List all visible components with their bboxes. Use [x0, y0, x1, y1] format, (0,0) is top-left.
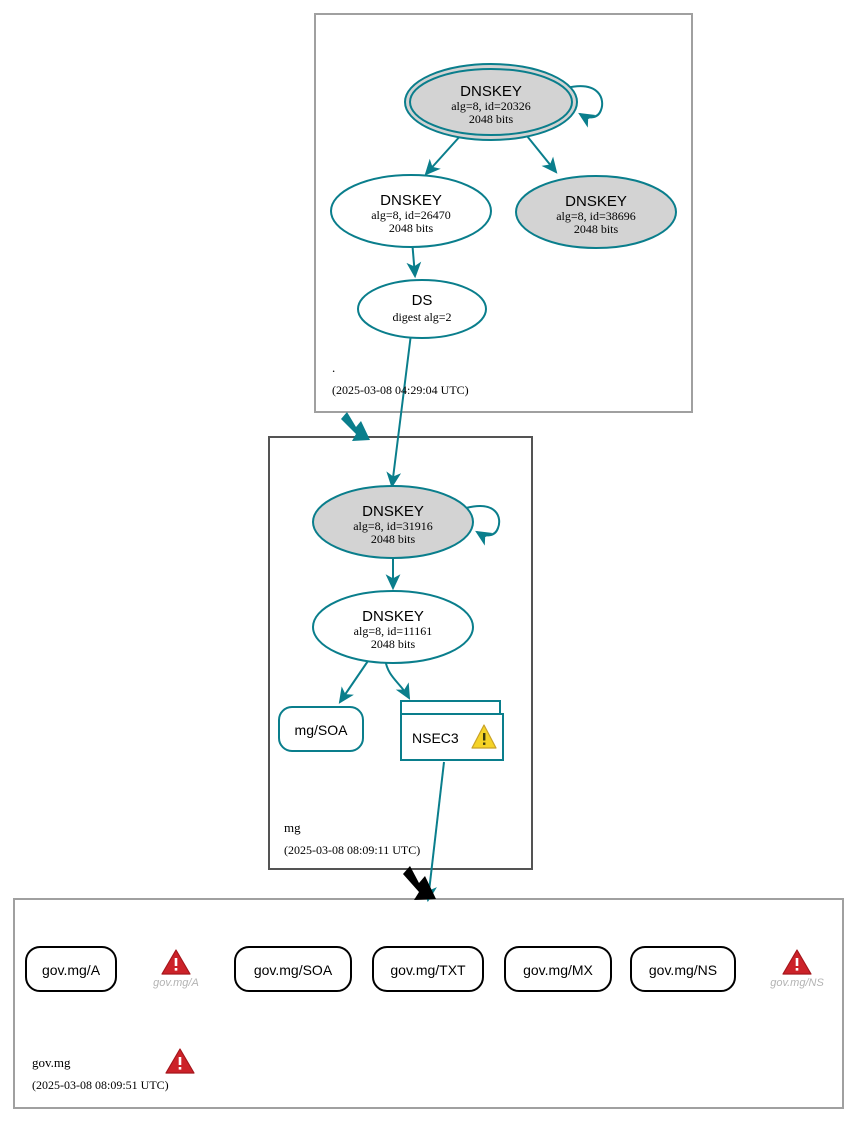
- zone-caption-mg: mg (2025-03-08 08:09:11 UTC): [284, 820, 420, 857]
- edge-root-ksk-to-ksk38696: [526, 135, 558, 174]
- error-triangle-icon: [165, 1048, 195, 1074]
- node-label-title: DNSKEY: [460, 83, 522, 100]
- node-label-alg: alg=8, id=11161: [354, 624, 433, 638]
- zone-caption-govmg: gov.mg (2025-03-08 08:09:51 UTC): [32, 1048, 195, 1092]
- error-label: gov.mg/NS: [770, 977, 824, 989]
- zone-timestamp: (2025-03-08 04:29:04 UTC): [332, 383, 469, 397]
- node-label-title: DNSKEY: [565, 193, 627, 210]
- node-label-alg: alg=8, id=20326: [451, 99, 531, 113]
- node-label-title: gov.mg/NS: [649, 962, 717, 978]
- node-mg-soa-rrset[interactable]: mg/SOA: [278, 706, 364, 752]
- edge-root-ksk-to-zsk26470: [424, 133, 463, 176]
- node-label-title: gov.mg/A: [42, 962, 101, 978]
- node-label-title: DS: [412, 292, 433, 309]
- node-root-ds[interactable]: DS digest alg=2: [357, 279, 487, 339]
- node-label-bits: 2048 bits: [371, 637, 416, 651]
- zone-name: .: [332, 360, 335, 375]
- node-govmg-ns-rrset[interactable]: gov.mg/NS: [630, 946, 736, 992]
- node-label-alg: alg=8, id=31916: [353, 519, 433, 533]
- edge-root-ds-to-mg-dnskey: [386, 333, 412, 489]
- node-label-title: mg/SOA: [295, 722, 349, 738]
- node-root-dnskey-26470[interactable]: DNSKEY alg=8, id=26470 2048 bits: [330, 174, 492, 248]
- error-triangle-icon: [161, 949, 191, 975]
- zone-timestamp: (2025-03-08 08:09:11 UTC): [284, 843, 420, 857]
- node-label-title: DNSKEY: [380, 192, 442, 209]
- node-mg-dnskey-11161[interactable]: DNSKEY alg=8, id=11161 2048 bits: [312, 590, 474, 664]
- node-govmg-mx-rrset[interactable]: gov.mg/MX: [504, 946, 612, 992]
- node-label-alg: alg=8, id=38696: [556, 209, 636, 223]
- node-label-title: NSEC3: [412, 730, 459, 746]
- node-label-bits: 2048 bits: [389, 221, 434, 235]
- zone-box-mg: [268, 436, 533, 870]
- error-govmg-ns: gov.mg/NS: [770, 949, 824, 989]
- edge-delegation-mg-to-govmg: [403, 866, 436, 900]
- error-triangle-icon: [782, 949, 812, 975]
- node-govmg-txt-rrset[interactable]: gov.mg/TXT: [372, 946, 484, 992]
- node-label-bits: 2048 bits: [574, 222, 619, 236]
- zone-timestamp: (2025-03-08 08:09:51 UTC): [32, 1078, 169, 1092]
- node-label-bits: 2048 bits: [371, 532, 416, 546]
- warning-triangle-icon: [471, 724, 497, 749]
- node-label-bits: 2048 bits: [469, 112, 514, 126]
- error-govmg-a: gov.mg/A: [153, 949, 199, 989]
- zone-box-root: [314, 13, 693, 413]
- zone-name: mg: [284, 820, 301, 835]
- edge-delegation-root-to-mg: [341, 412, 370, 441]
- edge-mg-ksk-selfsign: [465, 505, 501, 546]
- node-label-title: gov.mg/TXT: [390, 962, 466, 978]
- zone-box-govmg: [13, 898, 844, 1109]
- node-label-title: DNSKEY: [362, 503, 424, 520]
- node-govmg-soa-rrset[interactable]: gov.mg/SOA: [234, 946, 352, 992]
- node-mg-nsec3-rrset[interactable]: NSEC3: [400, 700, 504, 761]
- node-label-alg: alg=8, id=26470: [371, 208, 451, 222]
- node-mg-dnskey-31916[interactable]: DNSKEY alg=8, id=31916 2048 bits: [312, 485, 474, 559]
- edge-mg-nsec3-to-govmg: [422, 761, 445, 903]
- node-label-title: gov.mg/MX: [523, 962, 593, 978]
- edge-mg-zsk-to-nsec3: [384, 658, 411, 700]
- node-root-dnskey-38696[interactable]: DNSKEY alg=8, id=38696 2048 bits: [515, 175, 677, 249]
- node-label-title: gov.mg/SOA: [254, 962, 333, 978]
- node-root-dnskey-20326[interactable]: DNSKEY alg=8, id=20326 2048 bits: [404, 63, 578, 141]
- node-label-title: DNSKEY: [362, 608, 424, 625]
- zone-caption-root: . (2025-03-08 04:29:04 UTC): [332, 360, 469, 397]
- zone-name: gov.mg: [32, 1055, 71, 1070]
- edge-mg-zsk-to-soa: [338, 657, 371, 704]
- edge-root-ksk-selfsign: [565, 85, 604, 128]
- error-label: gov.mg/A: [153, 977, 199, 989]
- node-govmg-a-rrset[interactable]: gov.mg/A: [25, 946, 117, 992]
- node-label-sub: digest alg=2: [392, 310, 451, 324]
